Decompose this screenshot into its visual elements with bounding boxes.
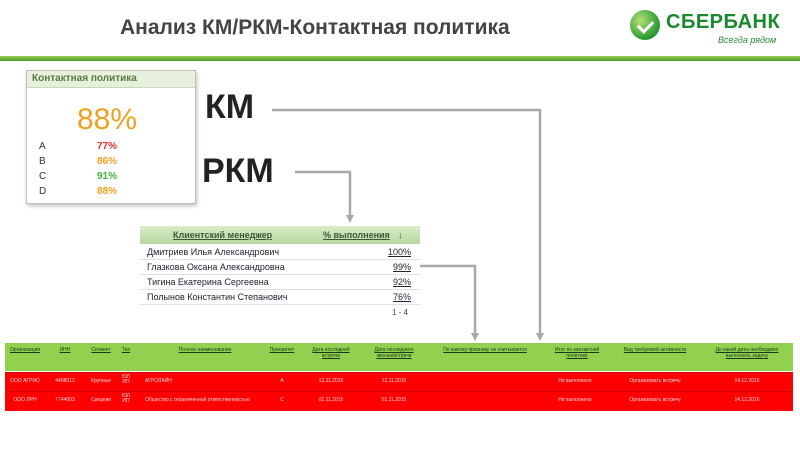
- table-cell: АГРОЛАЙН: [145, 378, 172, 384]
- kpi-letter: D: [39, 186, 47, 197]
- table-row[interactable]: Тигина Екатерина Сергеевна 92%: [140, 275, 420, 290]
- kpi-row-d: D 88%: [39, 186, 169, 200]
- clients-table: Организация ИНН Сегмент Тип Полное наиме…: [5, 343, 793, 411]
- manager-name: Полынов Константин Степанович: [147, 292, 288, 302]
- manager-percent-link[interactable]: 99%: [392, 262, 411, 272]
- kpi-row-b: B 86%: [39, 156, 169, 170]
- clients-table-header: Организация ИНН Сегмент Тип Полное наиме…: [5, 343, 793, 371]
- table-row[interactable]: ООО ЛРН 7744003 Средние ЮЛ ИП Общество с…: [5, 391, 793, 411]
- table-cell: ООО АГРИО: [10, 378, 40, 384]
- kpi-card-header: Контактная политика: [27, 71, 195, 88]
- table-cell: Организовать встречу: [629, 378, 681, 384]
- table-cell: Средние: [90, 397, 112, 403]
- header-divider: [0, 56, 800, 61]
- kpi-value: 91%: [97, 171, 118, 182]
- contact-policy-card: Контактная политика 88% A 77% B 86% C 91…: [26, 70, 196, 204]
- table-cell: ЮЛ ИП: [121, 393, 131, 404]
- column-header[interactable]: Приоритет: [269, 347, 295, 353]
- rkm-arrow: [295, 170, 354, 223]
- kpi-value: 77%: [97, 141, 118, 152]
- manager-percent-link[interactable]: 92%: [392, 277, 411, 287]
- table-cell: 4498012: [55, 378, 75, 384]
- column-header[interactable]: Итог по контактной политике: [554, 347, 600, 359]
- table-cell: Не выполнено: [558, 378, 592, 384]
- table-row[interactable]: Полынов Константин Степанович 76%: [140, 290, 420, 305]
- column-header[interactable]: Тип: [121, 347, 131, 353]
- table-cell: 7744003: [55, 397, 75, 403]
- table-cell: Не выполнено: [558, 397, 592, 403]
- table-cell: C: [280, 397, 284, 403]
- column-header[interactable]: Дата последней встречи: [312, 347, 350, 359]
- kpi-value: 88%: [97, 186, 118, 197]
- kpi-letter: A: [39, 141, 46, 152]
- sort-icon[interactable]: ↓: [398, 230, 403, 240]
- table-cell: 01.11.2015: [381, 397, 407, 403]
- page-title: Анализ КМ/РКМ-Контактная политика: [120, 16, 510, 39]
- manager-row-arrow: [420, 264, 479, 341]
- column-header-percent[interactable]: % выполнения: [323, 230, 390, 240]
- sberbank-logo: СБЕРБАНК Всегда рядом: [630, 8, 795, 48]
- kpi-value: 86%: [97, 156, 118, 167]
- table-cell: Организовать встречу: [629, 397, 681, 403]
- table-pager: 1 - 4: [392, 308, 409, 317]
- column-header[interactable]: Организация: [9, 347, 41, 353]
- column-header[interactable]: Полное наименование: [178, 347, 232, 353]
- table-cell: 12.11.2015: [381, 378, 407, 384]
- column-header[interactable]: Сегмент: [91, 347, 111, 353]
- logo-name: СБЕРБАНК: [666, 11, 781, 33]
- column-header[interactable]: Вид требуемой активности: [623, 347, 687, 353]
- rkm-label: РКМ: [202, 152, 274, 190]
- table-cell: 14.12.2016: [734, 378, 760, 384]
- table-row[interactable]: ООО АГРИО 4498012 Крупные ЮЛ ИП АГРОЛАЙН…: [5, 372, 793, 392]
- kpi-total-value: 88%: [77, 103, 138, 136]
- table-cell: ЮЛ ИП: [121, 374, 131, 385]
- sberbank-logo-icon: [630, 10, 660, 40]
- table-cell: 01.11.2015: [318, 397, 344, 403]
- kpi-letter: B: [39, 156, 46, 167]
- table-cell: 12.11.2015: [318, 378, 344, 384]
- column-header-manager[interactable]: Клиентский менеджер: [173, 230, 273, 240]
- column-header[interactable]: До какой даты необходимо выполнить задач…: [715, 347, 779, 359]
- manager-name: Глазкова Оксана Александровна: [147, 262, 285, 272]
- kpi-letter: C: [39, 171, 47, 182]
- manager-name: Дмитриев Илья Александрович: [147, 247, 280, 257]
- kpi-card-title: Контактная политика: [32, 73, 137, 84]
- table-cell: ООО ЛРН: [13, 397, 37, 403]
- kpi-row-a: A 77%: [39, 141, 169, 155]
- table-cell: 14.12.2016: [734, 397, 760, 403]
- manager-name: Тигина Екатерина Сергеевна: [147, 277, 269, 287]
- logo-slogan: Всегда рядом: [718, 35, 777, 45]
- manager-percent-link[interactable]: 100%: [387, 247, 411, 257]
- column-header[interactable]: По какому признаку не считывается: [443, 347, 527, 353]
- column-header[interactable]: Дата последнего звонка/встречи: [374, 347, 414, 359]
- managers-table-header: Клиентский менеджер % выполнения ↓: [140, 226, 420, 244]
- kpi-row-c: C 91%: [39, 171, 169, 185]
- table-cell: A: [280, 378, 284, 384]
- table-cell: Крупные: [91, 378, 111, 384]
- table-cell: Общество с ограниченной ответственностью: [145, 397, 250, 403]
- column-header[interactable]: ИНН: [59, 347, 71, 353]
- table-row[interactable]: Глазкова Оксана Александровна 99%: [140, 260, 420, 275]
- table-row[interactable]: Дмитриев Илья Александрович 100%: [140, 245, 420, 260]
- km-label: КМ: [205, 88, 255, 126]
- manager-percent-link[interactable]: 76%: [392, 292, 411, 302]
- km-arrow: [272, 108, 544, 341]
